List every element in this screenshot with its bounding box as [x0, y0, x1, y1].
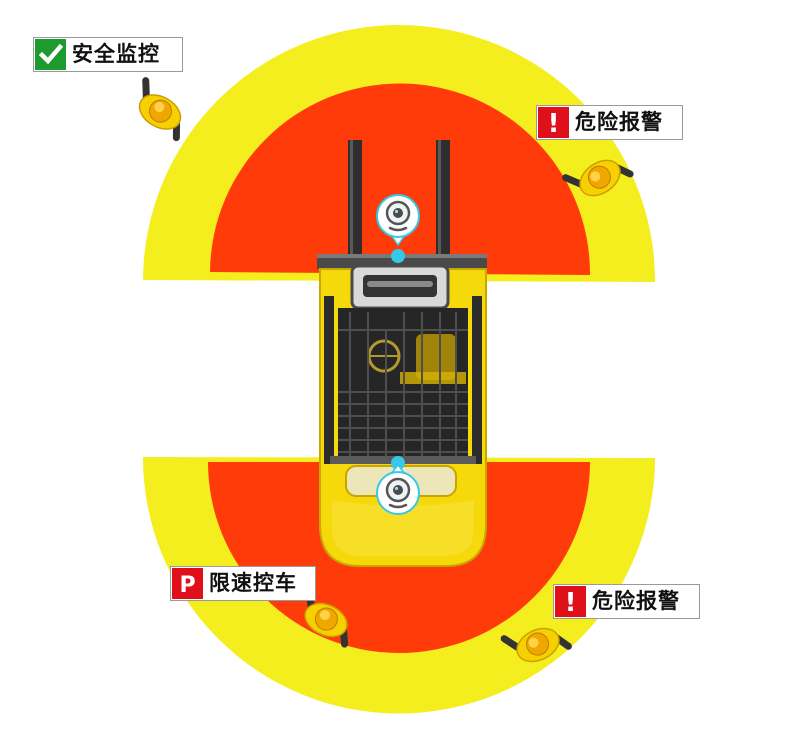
- label-danger-alarm-bottom-text: 危险报警: [592, 589, 680, 613]
- svg-text:P: P: [179, 573, 195, 598]
- camera-icon: [385, 477, 411, 509]
- left-fork-highlight: [350, 140, 353, 258]
- camera-icon: [385, 200, 411, 232]
- label-danger-alarm-top: ! 危险报警: [536, 105, 683, 140]
- svg-text:!: !: [548, 109, 560, 138]
- check-icon: [35, 39, 66, 70]
- rear-camera-dot: [391, 456, 405, 470]
- cabin-floor-yellow: [400, 372, 466, 384]
- label-speed-limit-text: 限速控车: [209, 571, 297, 595]
- right-fork-highlight: [438, 140, 441, 258]
- label-danger-alarm-bottom: ! 危险报警: [553, 584, 700, 619]
- cabin-seat: [416, 334, 456, 380]
- front-camera-marker: [376, 194, 420, 263]
- front-camera-dot: [391, 249, 405, 263]
- label-danger-alarm-top-text: 危险报警: [575, 110, 663, 134]
- front-danger-zone: [210, 83, 591, 275]
- parking-p-icon: P: [172, 568, 203, 599]
- right-side-rail: [472, 296, 482, 464]
- label-speed-limit: P 限速控车: [170, 566, 316, 601]
- worker-icon-top-left: [128, 81, 193, 139]
- label-safety-monitor: 安全监控: [33, 37, 183, 72]
- label-safety-monitor-text: 安全监控: [72, 42, 160, 66]
- counterweight-shade: [332, 500, 474, 556]
- exclamation-icon: !: [555, 586, 586, 617]
- rear-camera-marker: [376, 456, 420, 515]
- load-backrest-bar: [367, 281, 433, 287]
- overhead-guard-grid: [338, 312, 468, 458]
- exclamation-icon: !: [538, 107, 569, 138]
- svg-text:!: !: [565, 588, 577, 617]
- left-side-rail: [324, 296, 334, 464]
